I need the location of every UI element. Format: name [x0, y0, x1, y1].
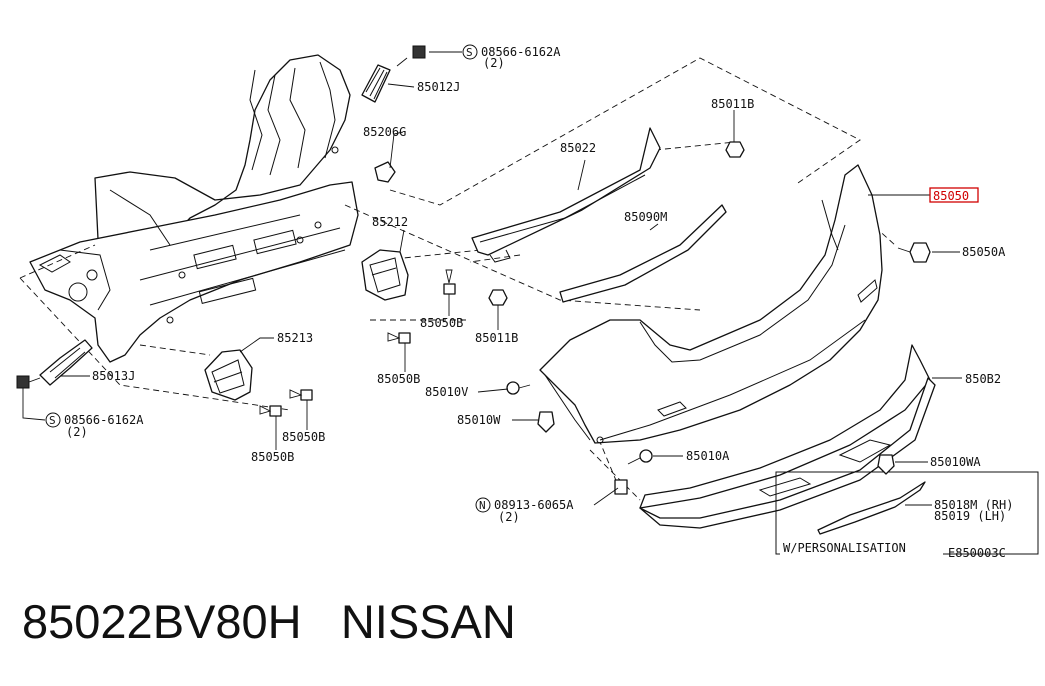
clip-icon — [374, 161, 396, 183]
label-85213[interactable]: 85213 — [277, 331, 313, 345]
label-85050B-b[interactable]: 85050B — [377, 372, 420, 386]
nut-icon — [725, 141, 745, 158]
screw-icon — [259, 405, 282, 417]
part-caption: 85022BV80H NISSAN — [22, 598, 516, 645]
label-85050A[interactable]: 85050A — [962, 245, 1006, 259]
clip-85012J — [361, 64, 391, 103]
label-85012J[interactable]: 85012J — [417, 80, 460, 94]
label-850B2[interactable]: 850B2 — [965, 372, 1001, 386]
clip-icon — [537, 411, 555, 433]
clip-icon — [897, 242, 931, 263]
symbol-s-text: S — [466, 46, 473, 59]
part-number: 85022BV80H — [22, 595, 302, 648]
screw-icon — [289, 389, 313, 401]
brand-name: NISSAN — [340, 595, 516, 648]
label-85206G[interactable]: 85206G — [363, 125, 406, 139]
side-bracket-85013J — [39, 339, 93, 386]
label-85011B-bottom[interactable]: 85011B — [475, 331, 518, 345]
label-08566-top-qty: (2) — [483, 56, 505, 70]
energy-absorber-85090M — [559, 204, 727, 303]
screw-icon — [443, 269, 456, 295]
rear-bumper-fascia-85050 — [539, 164, 883, 444]
label-85010V[interactable]: 85010V — [425, 385, 468, 399]
rear-body-panel — [29, 54, 359, 363]
bolt-icon — [396, 45, 426, 67]
label-85050B-a[interactable]: 85050B — [420, 316, 463, 330]
label-85050B-c[interactable]: 85050B — [282, 430, 325, 444]
label-85050B-d[interactable]: 85050B — [251, 450, 294, 464]
label-85010W[interactable]: 85010W — [457, 413, 501, 427]
bracket-85212 — [361, 249, 409, 301]
screw-icon — [627, 449, 653, 465]
label-08566-bottom-qty: (2) — [66, 425, 88, 439]
label-85050[interactable]: 85050 — [933, 189, 969, 203]
label-personalisation: W/PERSONALISATION — [783, 541, 906, 555]
label-08913-qty: (2) — [498, 510, 520, 524]
label-85010WA[interactable]: 85010WA — [930, 455, 981, 469]
bumper-reinforcement-85022 — [471, 127, 661, 263]
lower-diffuser-850B2 — [639, 344, 936, 529]
highlight-box — [929, 187, 979, 203]
bracket-85213 — [204, 349, 253, 401]
leader-lines — [22, 51, 962, 506]
label-08913-6065A[interactable]: 08913-6065A — [494, 498, 574, 512]
label-08566-6162A-top[interactable]: 08566-6162A — [481, 45, 561, 59]
screw-icon — [506, 381, 531, 395]
clip-icon — [877, 454, 895, 475]
label-08566-6162A-bottom[interactable]: 08566-6162A — [64, 413, 144, 427]
symbol-s-icon — [462, 44, 478, 60]
label-85212[interactable]: 85212 — [372, 215, 408, 229]
label-85013J[interactable]: 85013J — [92, 369, 135, 383]
label-85022[interactable]: 85022 — [560, 141, 596, 155]
label-85018M[interactable]: 85018M (RH) — [934, 498, 1013, 512]
symbol-s-icon — [45, 412, 61, 428]
label-85010A[interactable]: 85010A — [686, 449, 730, 463]
part-labels: 85050 85050A 850B2 85010WA 85018M (RH) 8… — [45, 44, 1013, 560]
symbol-n-icon — [475, 497, 491, 513]
diagram-code: E850003C — [948, 546, 1006, 560]
label-85011B-top[interactable]: 85011B — [711, 97, 754, 111]
symbol-s-text: S — [49, 414, 56, 427]
nut-icon — [488, 289, 508, 306]
label-85019[interactable]: 85019 (LH) — [934, 509, 1006, 523]
bolt-icon — [16, 375, 41, 389]
personalisation-finisher — [775, 471, 1039, 556]
symbol-n-text: N — [479, 499, 486, 512]
nut-icon — [614, 479, 628, 495]
screw-icon — [387, 332, 411, 344]
label-85090M[interactable]: 85090M — [624, 210, 667, 224]
